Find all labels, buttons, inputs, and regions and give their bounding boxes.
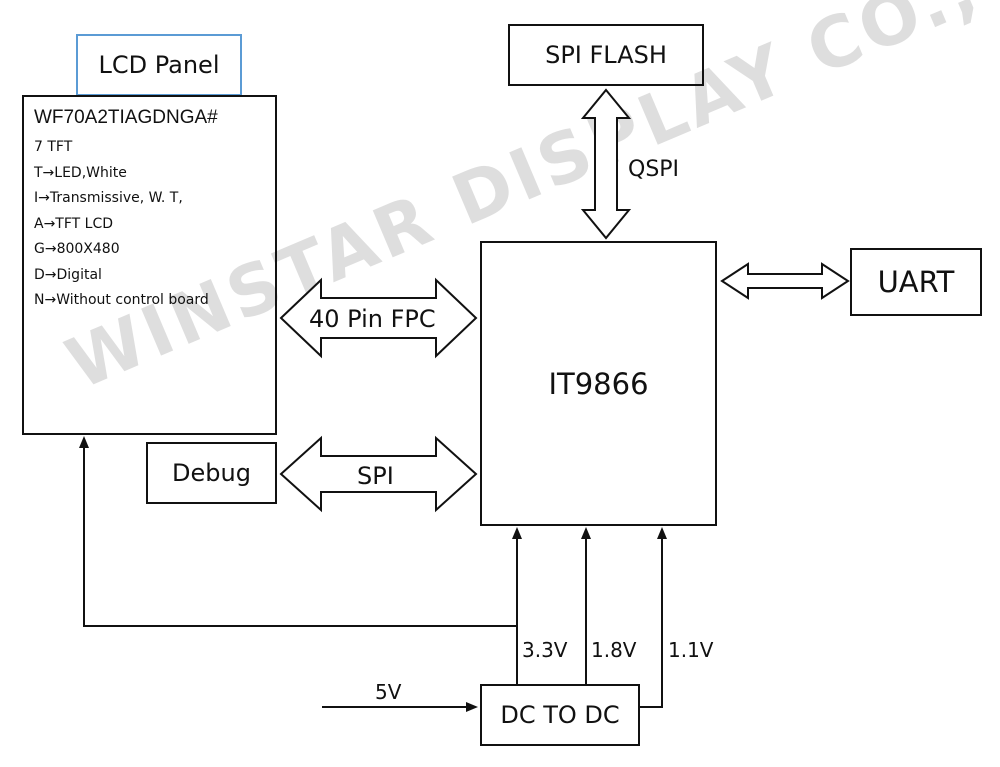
controller-label: IT9866 [548,366,649,401]
lcd-power-arrowhead [79,436,89,448]
spi-flash-block: SPI FLASH [508,24,704,86]
fpc-label: 40 Pin FPC [309,305,436,333]
input-5v-label: 5V [375,680,402,704]
rail-3v3-arrowhead [512,527,522,539]
lcd-spec-interface: D→Digital [34,266,102,283]
fpc-arrow [279,277,478,359]
lcd-model-number: WF70A2TIAGDNGA# [34,107,218,128]
spi-flash-label: SPI FLASH [545,41,667,69]
lcd-panel-title: LCD Panel [98,51,220,79]
lcd-spec-board: N→Without control board [34,292,209,308]
input-5v-arrowhead [466,702,478,712]
rail-1v1-arrowhead [657,527,667,539]
spi-arrow [279,435,478,513]
lcd-power-line [83,447,517,627]
lcd-panel-tab: LCD Panel [76,34,242,96]
lcd-panel-box: WF70A2TIAGDNGA# 7 TFT T→LED,White I→Tran… [22,95,277,435]
lcd-spec-size: 7 TFT [34,139,73,155]
rail-3v3-label: 3.3V [522,638,568,662]
dc-to-dc-label: DC TO DC [500,701,620,729]
qspi-arrow [580,88,632,240]
lcd-spec-type: A→TFT LCD [34,215,114,232]
debug-block: Debug [146,442,277,504]
lcd-spec-resolution: G→800X480 [34,241,120,257]
debug-label: Debug [172,459,251,487]
lcd-spec-mode: I→Transmissive, W. T, [34,190,183,206]
uart-arrow [720,262,850,300]
dc-to-dc-block: DC TO DC [480,684,640,746]
spi-label: SPI [357,462,394,490]
controller-block: IT9866 [480,241,717,526]
uart-label: UART [877,265,955,299]
uart-block: UART [850,248,982,316]
rail-1v8-label: 1.8V [591,638,637,662]
lcd-spec-backlight: T→LED,White [34,164,127,181]
rail-1v1 [640,538,663,708]
rail-1v1-label: 1.1V [668,638,714,662]
qspi-label: QSPI [628,157,680,182]
rail-1v8-arrowhead [581,527,591,539]
